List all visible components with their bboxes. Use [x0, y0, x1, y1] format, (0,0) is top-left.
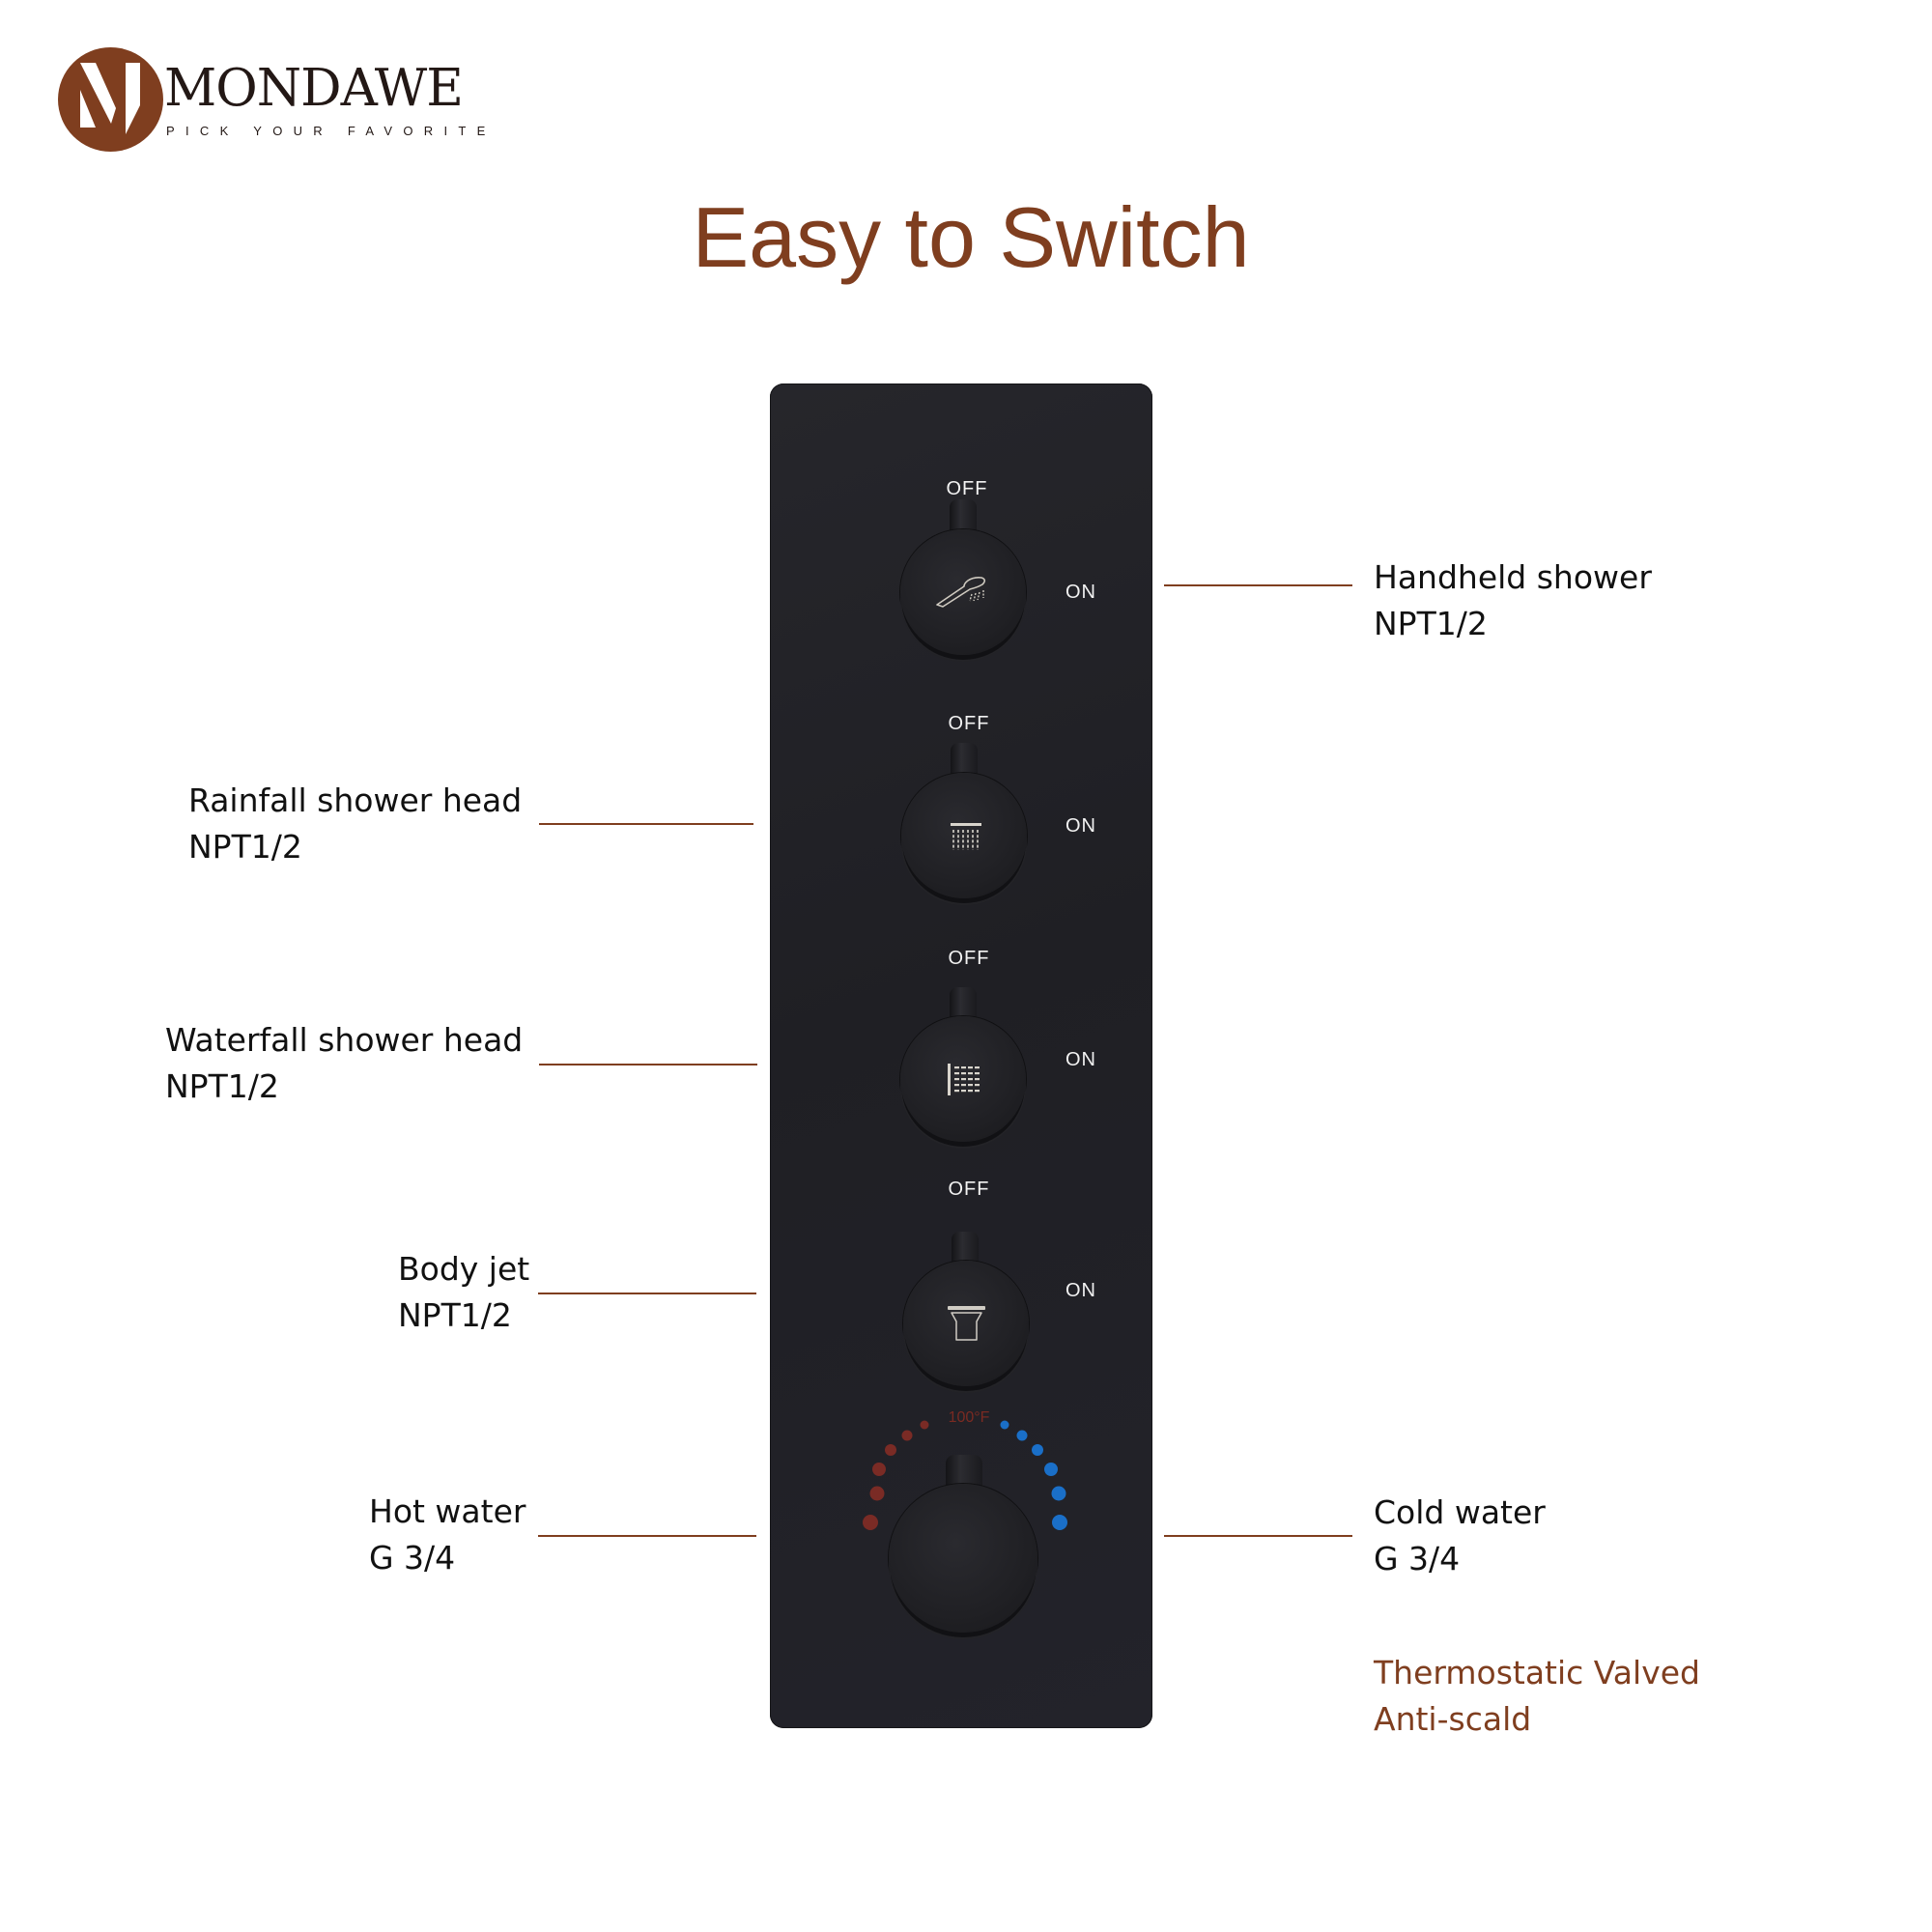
temperature-label: 100°F: [948, 1409, 990, 1426]
callout-body-jet: Body jet NPT1/2: [398, 1246, 529, 1339]
diverter-stem-body-jet[interactable]: [952, 1232, 979, 1264]
callout-spec: NPT1/2: [165, 1067, 279, 1105]
callout-spec: NPT1/2: [398, 1296, 512, 1334]
callout-spec: G 3/4: [369, 1539, 456, 1577]
waterfall-shower-icon: [948, 1064, 980, 1095]
m-monogram-icon: [80, 63, 140, 134]
rainfall-shower-icon: [951, 823, 981, 850]
off-label-handheld: OFF: [946, 478, 988, 499]
diverter-stem-handheld[interactable]: [950, 499, 977, 532]
callout-spec: G 3/4: [1374, 1540, 1461, 1577]
handheld-shower-icon: [936, 577, 986, 608]
page-title: Easy to Switch: [692, 189, 1250, 285]
callout-hot-water: Hot water G 3/4: [369, 1489, 526, 1581]
diverter-knob-waterfall[interactable]: [900, 1016, 1026, 1142]
callout-name: Rainfall shower head: [188, 781, 523, 819]
callout-name: Cold water: [1374, 1493, 1546, 1531]
callout-spec: NPT1/2: [1374, 605, 1488, 642]
diverter-knob-body-jet[interactable]: [903, 1261, 1029, 1386]
cold-indicator-dot: [1044, 1463, 1058, 1476]
callout-name: Hot water: [369, 1492, 526, 1530]
brand-name: MONDAWE: [164, 59, 464, 118]
leader-line-handheld: [1164, 584, 1352, 586]
leader-line-waterfall: [539, 1064, 757, 1065]
callout-name: Waterfall shower head: [165, 1021, 524, 1059]
on-label-waterfall: ON: [1065, 1049, 1096, 1070]
body-jet-icon: [948, 1306, 985, 1341]
off-label-rainfall: OFF: [948, 713, 990, 734]
thermostat-knob[interactable]: [889, 1484, 1037, 1633]
leader-line-hot-water: [538, 1535, 756, 1537]
hot-indicator-dot: [869, 1486, 885, 1501]
brand-logo: [58, 47, 163, 152]
off-label-waterfall: OFF: [948, 948, 990, 969]
cold-indicator-dot: [1000, 1420, 1009, 1430]
thermostatic-note: Thermostatic Valved Anti-scald: [1374, 1650, 1700, 1743]
hot-indicator-dot: [901, 1430, 913, 1441]
diverter-stem-rainfall[interactable]: [951, 743, 978, 776]
callout-name: Handheld shower: [1374, 558, 1652, 596]
callout-cold-water: Cold water G 3/4: [1374, 1490, 1546, 1582]
cold-indicator-dot: [1016, 1430, 1028, 1441]
note-line-2: Anti-scald: [1374, 1700, 1532, 1738]
leader-line-rainfall: [539, 823, 753, 825]
hot-indicator-dot: [863, 1515, 878, 1530]
callout-spec: NPT1/2: [188, 828, 302, 866]
diverter-knob-rainfall[interactable]: [901, 773, 1027, 898]
note-line-1: Thermostatic Valved: [1374, 1654, 1700, 1691]
cold-indicator-dot: [1051, 1486, 1066, 1501]
brand-tagline: PICK YOUR FAVORITE: [166, 124, 497, 138]
off-label-body-jet: OFF: [948, 1179, 990, 1200]
on-label-body-jet: ON: [1065, 1280, 1096, 1301]
on-label-handheld: ON: [1065, 582, 1096, 603]
hot-indicator-dot: [872, 1463, 886, 1476]
leader-line-body-jet: [538, 1293, 756, 1294]
hot-indicator-dot: [885, 1444, 896, 1456]
diverter-knob-handheld[interactable]: [900, 529, 1026, 655]
hot-indicator-dot: [920, 1420, 929, 1430]
leader-line-cold-water: [1164, 1535, 1352, 1537]
on-label-rainfall: ON: [1065, 815, 1096, 837]
cold-indicator-dot: [1052, 1515, 1067, 1530]
cold-indicator-dot: [1032, 1444, 1043, 1456]
callout-name: Body jet: [398, 1250, 530, 1288]
callout-waterfall: Waterfall shower head NPT1/2: [165, 1017, 523, 1110]
callout-handheld: Handheld shower NPT1/2: [1374, 554, 1652, 647]
callout-rainfall: Rainfall shower head NPT1/2: [188, 778, 522, 870]
diverter-stem-waterfall[interactable]: [950, 987, 977, 1020]
